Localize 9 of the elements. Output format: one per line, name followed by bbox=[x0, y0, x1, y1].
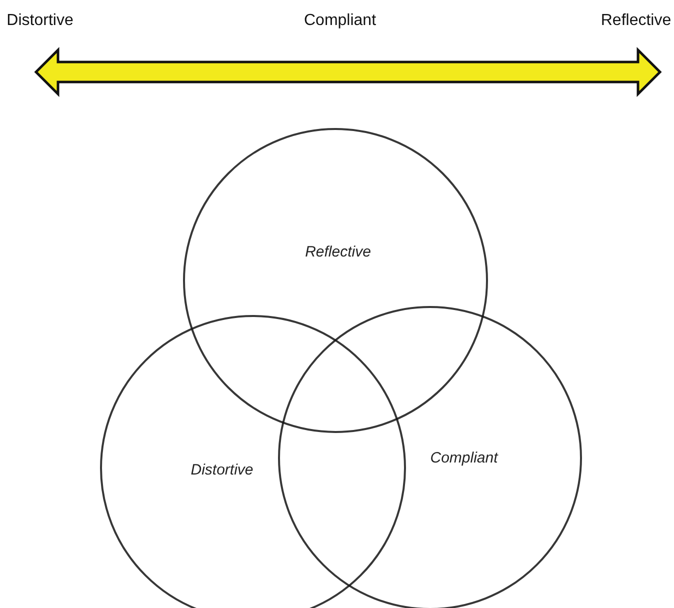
circle-label: Compliant bbox=[430, 450, 498, 466]
scale-label: Reflective bbox=[600, 12, 672, 30]
venn-circle bbox=[100, 315, 406, 608]
scale-label: Compliant bbox=[304, 12, 376, 30]
circle-label: Distortive bbox=[190, 462, 254, 478]
venn-circle bbox=[183, 128, 488, 433]
circle-label: Reflective bbox=[305, 244, 371, 260]
scale-label: Distortive bbox=[6, 12, 74, 30]
venn-circle bbox=[278, 306, 582, 608]
